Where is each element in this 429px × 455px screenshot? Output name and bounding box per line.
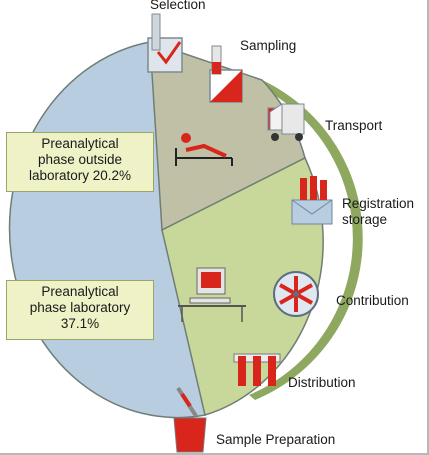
callout-outside-line3: laboratory 20.2% xyxy=(28,168,132,183)
test-tube-checkbox-icon xyxy=(147,13,183,73)
step-label-distribution: Distribution xyxy=(288,375,356,390)
step-label-transport: Transport xyxy=(325,118,383,133)
pie-rim xyxy=(249,80,363,400)
sampling-tube-icon xyxy=(209,45,243,103)
step-label-registration: Registration storage xyxy=(342,196,414,228)
centrifuge-icon xyxy=(273,271,319,317)
computer-desk-icon xyxy=(178,267,246,322)
registration-line1: Registration xyxy=(342,196,415,211)
callout-outside-line1: Preanalytical xyxy=(41,136,119,151)
callout-outside-line2: phase outside xyxy=(37,152,123,167)
callout-laboratory-line2: phase laboratory xyxy=(29,300,131,315)
registration-envelope-icon xyxy=(291,176,333,225)
step-label-selection: Selection xyxy=(150,0,206,12)
tube-rack-icon xyxy=(233,353,281,386)
callout-outside-laboratory: Preanalytical phase outside laboratory 2… xyxy=(6,132,154,192)
callout-laboratory-line3: 37.1% xyxy=(60,316,100,331)
pipette-beaker-icon xyxy=(173,386,207,453)
segment-laboratory xyxy=(161,156,324,416)
callout-laboratory: Preanalytical phase laboratory 37.1% xyxy=(6,280,154,340)
registration-line2: storage xyxy=(342,212,388,227)
transport-truck-icon xyxy=(267,103,305,141)
step-label-sampling: Sampling xyxy=(240,38,297,53)
callout-laboratory-line1: Preanalytical xyxy=(41,284,119,299)
step-label-sample-preparation: Sample Preparation xyxy=(216,432,336,447)
patient-bed-icon xyxy=(175,133,233,166)
step-label-contribution: Contribution xyxy=(336,293,409,308)
